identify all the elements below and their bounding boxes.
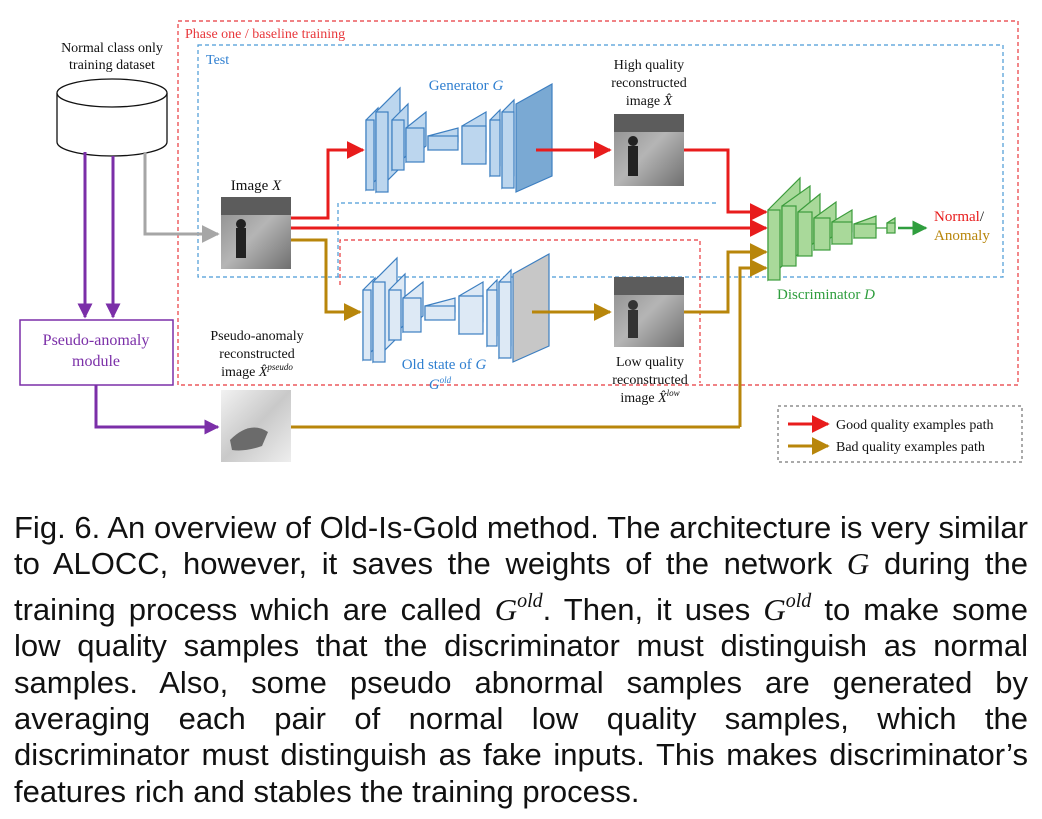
highq-to-discriminator-arrow	[684, 148, 768, 221]
database-cylinder-icon	[56, 78, 168, 157]
dataset-to-image-arrow	[143, 152, 220, 243]
dataset-label-line2: training dataset	[69, 58, 155, 73]
legend-bad-label: Bad quality examples path	[836, 440, 985, 455]
high-quality-image-thumbnail	[614, 114, 684, 186]
old-is-gold-diagram: Phase one / baseline training Test Norma…	[19, 20, 1023, 463]
dataset-label-line1: Normal class only	[61, 41, 163, 56]
highq-line3: image X̂	[626, 93, 673, 109]
highq-line1: High quality	[614, 58, 684, 73]
old-generator-network	[362, 252, 550, 364]
pseudo-image-line1: Pseudo-anomaly	[210, 329, 303, 344]
low-quality-image-thumbnail	[614, 277, 684, 347]
pseudo-image-line2: reconstructed	[219, 347, 294, 362]
pseudo-to-discriminator-arrow	[738, 259, 768, 427]
output-anomaly-label: Anomaly	[934, 228, 990, 244]
lowq-line2: reconstructed	[612, 373, 687, 388]
pseudo-module-line2: module	[72, 353, 120, 370]
generator-network	[365, 82, 553, 194]
output-normal-label: Normal/	[934, 209, 985, 225]
old-generator-line1: Old state of G	[402, 357, 487, 373]
pseudo-anomaly-module-box	[19, 319, 174, 386]
phase-one-region	[177, 20, 1019, 386]
image-x-label: Image X	[231, 178, 282, 194]
legend-box	[777, 405, 1023, 463]
discriminator-label: Discriminator D	[777, 287, 875, 303]
discriminator-network	[767, 176, 896, 282]
old-generator-line2: Gold	[429, 375, 452, 393]
pseudo-module-line1: Pseudo-anomaly	[43, 332, 150, 349]
pseudo-anomaly-image-thumbnail	[221, 390, 291, 462]
image-to-old-generator-arrow	[291, 238, 362, 321]
generator-label: Generator G	[429, 78, 504, 94]
lowq-line1: Low quality	[616, 355, 684, 370]
module-to-pseudo-image-arrow	[94, 385, 220, 435]
lowq-line3: image X̂low	[620, 388, 679, 406]
phase-one-label: Phase one / baseline training	[185, 27, 345, 42]
test-region	[197, 44, 1004, 278]
lowq-to-discriminator-arrow	[684, 243, 768, 314]
image-x-thumbnail	[221, 197, 291, 269]
figure-caption: Fig. 6. An overview of Old-Is-Gold metho…	[14, 510, 1028, 809]
pseudo-image-line3: image X̂pseudo	[221, 362, 293, 380]
test-label: Test	[206, 53, 229, 68]
test-region-notch	[337, 202, 717, 277]
legend-good-label: Good quality examples path	[836, 418, 993, 433]
image-to-generator-arrow	[291, 141, 365, 220]
highq-line2: reconstructed	[611, 76, 686, 91]
